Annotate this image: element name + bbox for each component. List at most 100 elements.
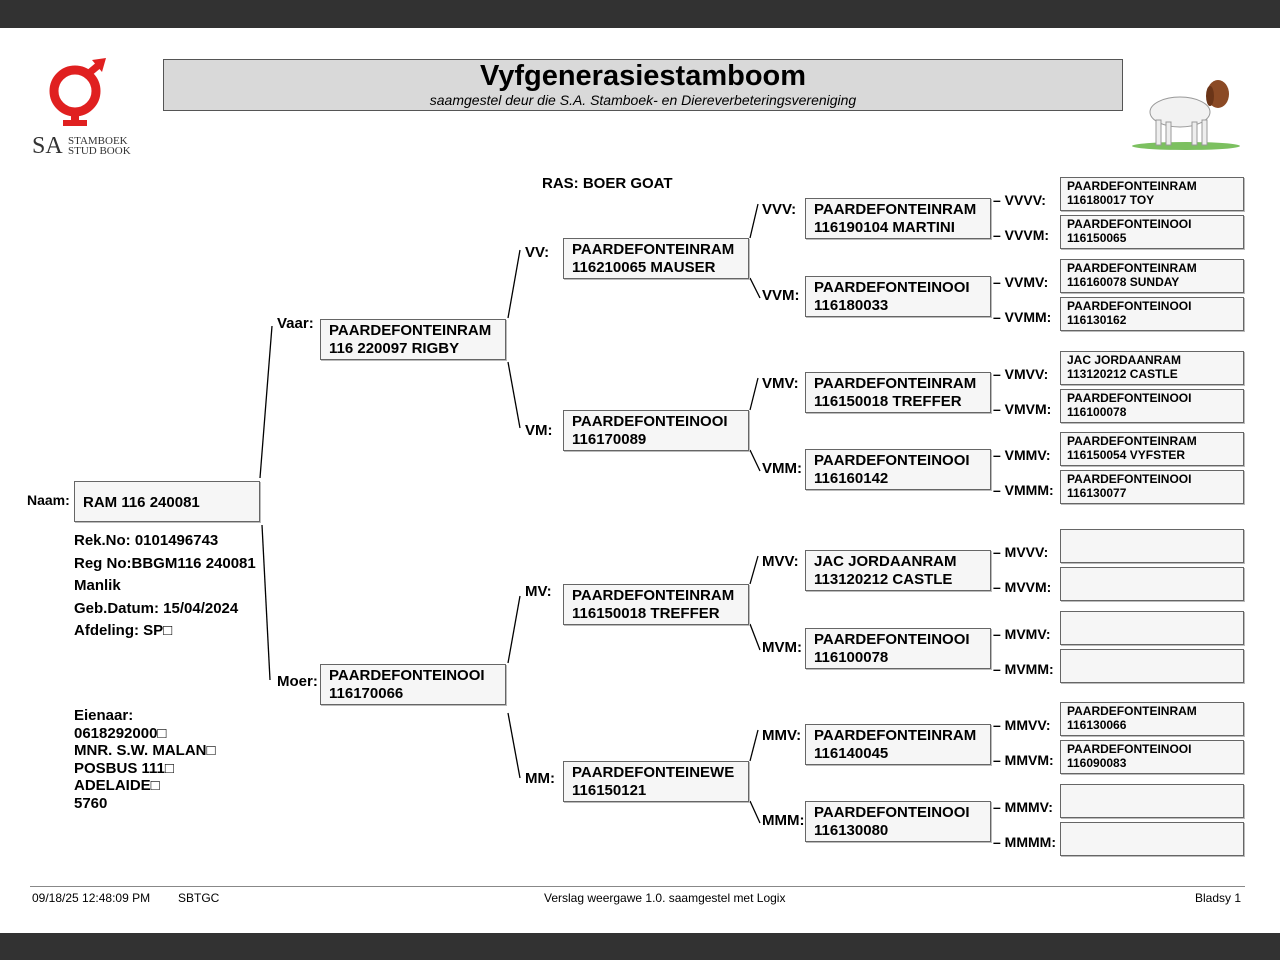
ancestor-name: PAARDEFONTEINOOI [814, 452, 970, 469]
ancestor-name: JAC JORDAANRAM [1067, 353, 1182, 367]
footer-report: Verslag weergawe 1.0. saamgestel met Log… [544, 891, 786, 905]
connector-line [749, 203, 759, 239]
ancestor-box [1060, 567, 1244, 601]
ancestor-number: 116130080 [814, 822, 889, 839]
relation-label: Moer: [277, 673, 318, 690]
ancestor-name: PAARDEFONTEINOOI [1067, 217, 1192, 231]
ancestor-number: 113120212 CASTLE [814, 571, 953, 588]
relation-label: – VVVV: [993, 192, 1046, 208]
ancestor-name: PAARDEFONTEINRAM [1067, 434, 1197, 448]
ancestor-name: PAARDEFONTEINOOI [329, 667, 485, 684]
ancestor-number: 116160078 SUNDAY [1067, 275, 1180, 289]
relation-label: – MMMM: [993, 834, 1056, 850]
owner-heading: Eienaar: [74, 707, 134, 724]
owner-phone: 0618292000□ [74, 724, 167, 742]
relation-label: – MMMV: [993, 799, 1053, 815]
breed-label: RAS: BOER GOAT [542, 175, 673, 192]
ancestor-number: 116160142 [814, 470, 889, 487]
ancestor-number: 116170066 [329, 685, 404, 702]
relation-label: – VMVV: [993, 366, 1049, 382]
section: Afdeling: SP□ [74, 622, 173, 639]
ancestor-name: PAARDEFONTEINOOI [814, 804, 970, 821]
owner-address: POSBUS 111□ [74, 759, 174, 777]
bottom-bar [0, 933, 1280, 960]
owner-details: Eienaar: 0618292000□ MNR. S.W. MALAN□ PO… [74, 707, 216, 812]
relation-label: MMV: [762, 727, 802, 744]
relation-label: – MVVM: [993, 579, 1052, 595]
ancestor-name: PAARDEFONTEINOOI [1067, 742, 1192, 756]
ancestor-name: PAARDEFONTEINRAM [814, 727, 977, 744]
animal-name-label: Naam: [27, 492, 70, 508]
relation-label: – VVMV: [993, 274, 1049, 290]
ancestor-number: 116090083 [1067, 756, 1127, 770]
ancestor-name: PAARDEFONTEINOOI [572, 413, 728, 430]
relation-label: – VMMV: [993, 447, 1051, 463]
rek-no: Rek.No: 0101496743 [74, 532, 219, 549]
svg-text:SA: SA [32, 133, 63, 156]
relation-label: VM: [525, 422, 553, 439]
relation-label: MVV: [762, 553, 799, 570]
logo-symbol-icon: SA STAMBOEK STUD BOOK [32, 58, 131, 156]
connector-line [261, 524, 271, 681]
ancestor-name: PAARDEFONTEINRAM [1067, 261, 1197, 275]
connector-line [749, 800, 761, 824]
ancestor-name: PAARDEFONTEINOOI [1067, 391, 1192, 405]
ancestor-number: 116130077 [1067, 486, 1127, 500]
ancestor-number: 116150054 VYFSTER [1067, 448, 1186, 462]
ancestor-name: PAARDEFONTEINRAM [572, 241, 735, 258]
relation-label: – MVVV: [993, 544, 1049, 560]
connector-line [749, 623, 761, 651]
ancestor-name: PAARDEFONTEINEWE [572, 764, 735, 781]
ancestor-name: PAARDEFONTEINRAM [1067, 704, 1197, 718]
relation-label: – VMMM: [993, 482, 1054, 498]
owner-postcode: 5760 [74, 794, 108, 812]
ancestor-name: PAARDEFONTEINRAM [814, 201, 977, 218]
ancestor-number: 116190104 MARTINI [814, 219, 955, 236]
ancestor-number: 116150018 TREFFER [814, 393, 962, 410]
relation-label: VMV: [762, 375, 799, 392]
ancestor-box [1060, 822, 1244, 856]
sa-studbook-logo: SA STAMBOEK STUD BOOK [30, 56, 135, 156]
relation-label: – VMVM: [993, 401, 1052, 417]
footer-divider [30, 886, 1245, 887]
ancestor-name: PAARDEFONTEINRAM [329, 322, 492, 339]
owner-town: ADELAIDE□ [74, 777, 160, 794]
connector-line [749, 729, 759, 762]
ancestor-box [1060, 784, 1244, 818]
connector-line [507, 595, 521, 664]
connector-line [507, 249, 521, 319]
ancestor-name: PAARDEFONTEINOOI [814, 631, 970, 648]
ancestor-number: 116140045 [814, 745, 889, 762]
ancestor-number: 116170089 [572, 431, 647, 448]
relation-label: VVM: [762, 287, 800, 304]
reg-no: Reg No:BBGM116 240081 [74, 554, 256, 572]
connector-line [749, 277, 761, 299]
relation-label: VV: [525, 244, 550, 261]
ancestor-number: 116150018 TREFFER [572, 605, 720, 622]
ancestor-name: PAARDEFONTEINRAM [1067, 179, 1197, 193]
svg-text:STUD BOOK: STUD BOOK [68, 145, 131, 156]
goat-icon [1132, 80, 1240, 150]
ancestor-name: PAARDEFONTEINOOI [1067, 299, 1192, 313]
page-subtitle: saamgestel deur die S.A. Stamboek- en Di… [429, 92, 857, 108]
connector-line [259, 325, 273, 479]
relation-label: – MMVV: [993, 717, 1051, 733]
